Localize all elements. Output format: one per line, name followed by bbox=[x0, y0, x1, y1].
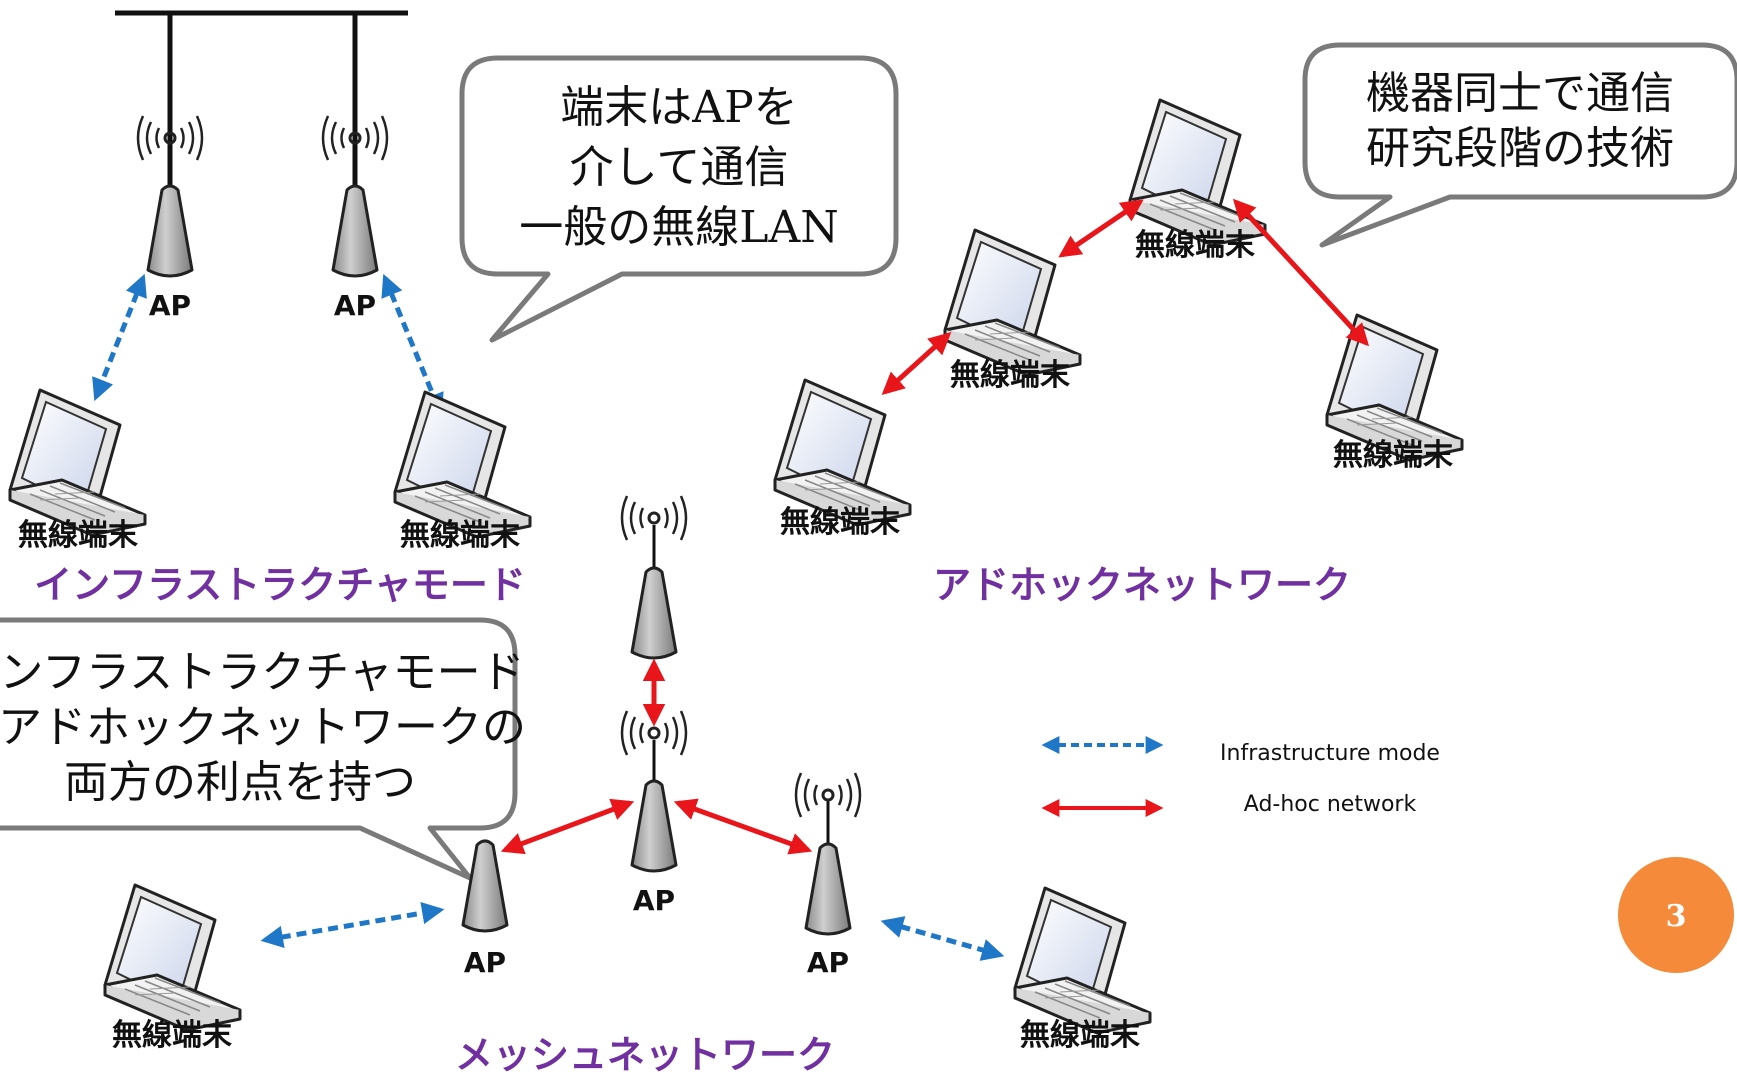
terminal-label: 無線端末 bbox=[1135, 228, 1255, 263]
infrastructure-title: インフラストラクチャモード bbox=[34, 563, 526, 607]
access-point-icon bbox=[331, 184, 379, 278]
callout-line: 機器同士で通信 bbox=[1366, 68, 1674, 119]
infrastructure-link-arrow bbox=[260, 901, 445, 949]
page-number: 3 bbox=[1666, 899, 1687, 934]
terminal-label: 無線端末 bbox=[780, 505, 900, 540]
callout-line: 研究段階の技術 bbox=[1366, 123, 1674, 174]
adhoc-title: アドホックネットワーク bbox=[933, 563, 1351, 607]
infrastructure-link-arrow bbox=[92, 273, 147, 402]
ap-label: AP bbox=[633, 884, 675, 917]
terminal-label: 無線端末 bbox=[400, 518, 520, 553]
mesh-title: メッシュネットワーク bbox=[455, 1033, 835, 1077]
terminal-label: 無線端末 bbox=[1333, 438, 1453, 473]
callout-line: とアドホックネットワークの bbox=[0, 702, 526, 753]
adhoc-link-arrow bbox=[1058, 199, 1144, 258]
laptop-icon bbox=[1128, 98, 1267, 247]
access-point-icon bbox=[146, 184, 194, 278]
adhoc-link-arrow bbox=[673, 798, 813, 855]
terminal-label: 無線端末 bbox=[1020, 1018, 1140, 1053]
callout-line: 一般の無線LAN bbox=[519, 202, 839, 253]
ap-label: AP bbox=[149, 289, 191, 322]
infrastructure-link-arrow bbox=[880, 916, 1005, 961]
laptop-icon bbox=[943, 228, 1082, 377]
laptop-icon bbox=[8, 388, 147, 537]
callout-line: 介して通信 bbox=[570, 142, 789, 193]
laptop-icon bbox=[1013, 886, 1152, 1035]
callout-line: 両方の利点を持つ bbox=[64, 757, 416, 808]
callout-ap-comm: 端末はAPを 介して通信 一般の無線LAN bbox=[459, 55, 899, 343]
adhoc-section: 無線端末 無線端末 無線端末 無線端末 アドホックネットワーク bbox=[773, 98, 1464, 607]
callout-peer-comm: 機器同士で通信 研究段階の技術 bbox=[1302, 42, 1737, 248]
callout-line: インフラストラクチャモード bbox=[0, 647, 525, 698]
access-point-icon bbox=[630, 779, 678, 873]
laptop-icon bbox=[393, 390, 532, 539]
adhoc-link-arrow bbox=[500, 798, 635, 855]
ap-label: AP bbox=[334, 289, 376, 322]
adhoc-link-arrow bbox=[1232, 198, 1370, 347]
legend-infrastructure-label: Infrastructure mode bbox=[1220, 741, 1440, 766]
terminal-label: 無線端末 bbox=[112, 1018, 232, 1053]
legend-adhoc-label: Ad-hoc network bbox=[1244, 792, 1417, 817]
terminal-label: 無線端末 bbox=[950, 358, 1070, 393]
terminal-label: 無線端末 bbox=[18, 518, 138, 553]
infrastructure-link-arrow bbox=[381, 273, 444, 417]
callout-mesh-merit: インフラストラクチャモード とアドホックネットワークの 両方の利点を持つ bbox=[0, 617, 526, 881]
legend: Infrastructure mode Ad-hoc network bbox=[1041, 736, 1440, 817]
laptop-icon bbox=[773, 378, 912, 527]
access-point-icon bbox=[630, 566, 678, 660]
adhoc-link-arrow bbox=[881, 331, 952, 396]
infrastructure-section: AP AP 無線端末 無線端末 インフラストラクチャモード bbox=[8, 10, 532, 607]
ap-label: AP bbox=[807, 946, 849, 979]
laptop-icon bbox=[103, 883, 242, 1032]
page-number-badge: 3 bbox=[1618, 857, 1734, 973]
access-point-icon bbox=[804, 842, 852, 936]
ap-label: AP bbox=[464, 946, 506, 979]
access-point-icon bbox=[461, 839, 509, 933]
mesh-section: AP AP AP 無線端末 無線端末 メッシュネットワーク bbox=[103, 494, 1152, 1077]
callout-line: 端末はAPを bbox=[560, 82, 797, 133]
